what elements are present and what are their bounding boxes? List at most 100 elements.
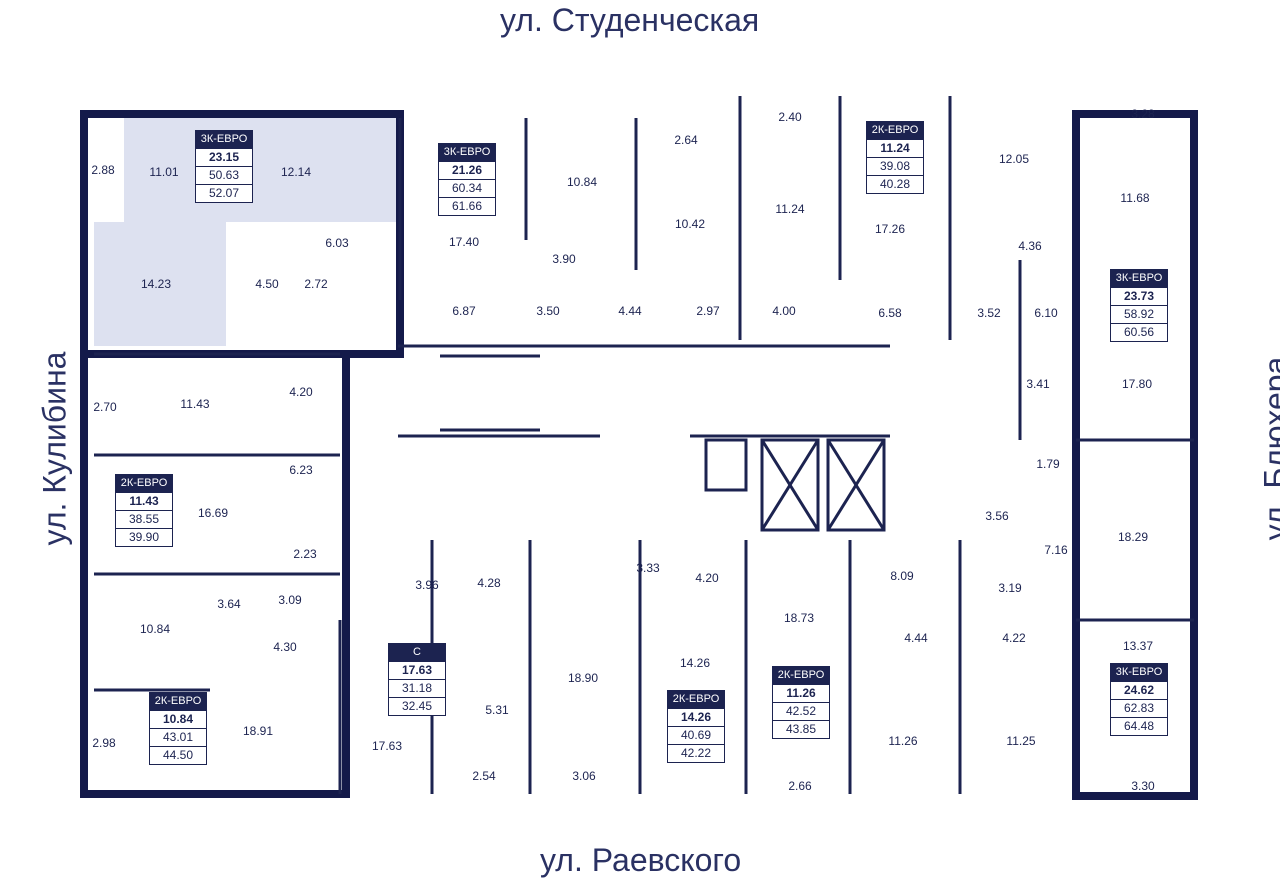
- area-label: 3.52: [977, 306, 1001, 320]
- area-label: 16.69: [197, 506, 229, 520]
- living-area: 10.84: [150, 710, 206, 728]
- area-label: 2.70: [93, 400, 117, 414]
- apartment-card[interactable]: 3К-ЕВРО 23.15 50.63 52.07: [195, 130, 253, 203]
- area-label: 3.64: [217, 597, 241, 611]
- apartment-type: 3К-ЕВРО: [1111, 664, 1167, 681]
- area-label: 11.01: [149, 165, 179, 179]
- apartment-type: С: [389, 644, 445, 661]
- total-area: 50.63: [196, 166, 252, 184]
- apartment-card[interactable]: 3К-ЕВРО 24.62 62.83 64.48: [1110, 663, 1168, 736]
- area-label: 2.72: [304, 277, 328, 291]
- area-label: 3.09: [278, 593, 302, 607]
- total-area: 40.69: [668, 726, 724, 744]
- total-area-with-balcony: 40.28: [867, 175, 923, 193]
- area-label: 4.20: [695, 571, 719, 585]
- total-area-with-balcony: 39.90: [116, 528, 172, 546]
- area-label: 3.30: [1131, 779, 1155, 793]
- apartment-type: 3К-ЕВРО: [439, 144, 495, 161]
- apartment-type: 2К-ЕВРО: [867, 122, 923, 139]
- area-label: 2.23: [293, 547, 317, 561]
- area-label: 1.79: [1036, 457, 1060, 471]
- area-label: 2.97: [696, 304, 720, 318]
- living-area: 21.26: [439, 161, 495, 179]
- apartment-card[interactable]: 2К-ЕВРО 11.24 39.08 40.28: [866, 121, 924, 194]
- apartment-card[interactable]: С 17.63 31.18 32.45: [388, 643, 446, 716]
- total-area-with-balcony: 64.48: [1111, 717, 1167, 735]
- apartment-card[interactable]: 3К-ЕВРО 21.26 60.34 61.66: [438, 143, 496, 216]
- area-label: 2.88: [91, 163, 115, 177]
- living-area: 23.73: [1111, 287, 1167, 305]
- area-label: 2.98: [92, 736, 116, 750]
- area-label: 2.64: [674, 133, 698, 147]
- area-label: 8.09: [890, 569, 914, 583]
- total-area-with-balcony: 42.22: [668, 744, 724, 762]
- area-label: 4.28: [477, 576, 501, 590]
- total-area: 38.55: [116, 510, 172, 528]
- area-label: 18.91: [242, 724, 274, 738]
- area-label: 17.80: [1121, 377, 1153, 391]
- area-label: 11.25: [1006, 734, 1036, 748]
- street-label-bottom: ул. Раевского: [540, 842, 742, 878]
- living-area: 14.26: [668, 708, 724, 726]
- living-area: 24.62: [1111, 681, 1167, 699]
- apartment-card[interactable]: 2К-ЕВРО 14.26 40.69 42.22: [667, 690, 725, 763]
- area-label: 2.40: [778, 110, 802, 124]
- apartment-card[interactable]: 2К-ЕВРО 11.43 38.55 39.90: [115, 474, 173, 547]
- total-area-with-balcony: 61.66: [439, 197, 495, 215]
- area-label: 18.90: [567, 671, 599, 685]
- area-label: 5.31: [485, 703, 509, 717]
- total-area-with-balcony: 43.85: [773, 720, 829, 738]
- area-label: 11.68: [1120, 191, 1150, 205]
- area-label: 14.26: [679, 656, 711, 670]
- highlighted-apartment[interactable]: [94, 118, 400, 346]
- total-area: 58.92: [1111, 305, 1167, 323]
- area-label: 10.84: [566, 175, 598, 189]
- area-label: 3.41: [1026, 377, 1050, 391]
- area-label: 12.14: [280, 165, 312, 179]
- area-label: 3.28: [1131, 107, 1155, 121]
- total-area: 31.18: [389, 679, 445, 697]
- area-label: 17.63: [371, 739, 403, 753]
- apartment-type: 2К-ЕВРО: [150, 693, 206, 710]
- street-label-top: ул. Студенческая: [500, 2, 760, 38]
- area-label: 10.84: [139, 622, 171, 636]
- area-label: 7.16: [1044, 543, 1068, 557]
- area-label: 4.44: [904, 631, 928, 645]
- area-label: 3.90: [552, 252, 576, 266]
- apartment-card[interactable]: 2К-ЕВРО 10.84 43.01 44.50: [149, 692, 207, 765]
- apartment-type: 3К-ЕВРО: [1111, 270, 1167, 287]
- apartment-type: 2К-ЕВРО: [773, 667, 829, 684]
- total-area: 62.83: [1111, 699, 1167, 717]
- area-label: 13.37: [1122, 639, 1154, 653]
- total-area-with-balcony: 60.56: [1111, 323, 1167, 341]
- area-label: 3.06: [572, 769, 596, 783]
- living-area: 23.15: [196, 148, 252, 166]
- interior-walls: [94, 96, 1194, 794]
- apartment-type: 2К-ЕВРО: [668, 691, 724, 708]
- area-label: 4.44: [618, 304, 642, 318]
- area-label: 3.33: [636, 561, 660, 575]
- apartment-type: 2К-ЕВРО: [116, 475, 172, 492]
- area-label: 4.30: [273, 640, 297, 654]
- living-area: 11.26: [773, 684, 829, 702]
- total-area: 42.52: [773, 702, 829, 720]
- area-label: 4.50: [255, 277, 279, 291]
- area-label: 17.40: [448, 235, 480, 249]
- living-area: 11.43: [116, 492, 172, 510]
- apartment-card[interactable]: 2К-ЕВРО 11.26 42.52 43.85: [772, 666, 830, 739]
- area-label: 6.58: [878, 306, 902, 320]
- area-label: 4.00: [772, 304, 796, 318]
- area-label: 6.23: [289, 463, 313, 477]
- area-label: 17.26: [874, 222, 906, 236]
- area-label: 11.26: [888, 734, 918, 748]
- living-area: 11.24: [867, 139, 923, 157]
- area-label: 3.19: [998, 581, 1022, 595]
- area-label: 6.10: [1034, 306, 1058, 320]
- apartment-card[interactable]: 3К-ЕВРО 23.73 58.92 60.56: [1110, 269, 1168, 342]
- area-label: 6.03: [325, 236, 349, 250]
- area-label: 6.87: [452, 304, 476, 318]
- total-area: 43.01: [150, 728, 206, 746]
- area-label: 4.36: [1018, 239, 1042, 253]
- area-label: 3.96: [415, 578, 439, 592]
- area-label: 3.50: [536, 304, 560, 318]
